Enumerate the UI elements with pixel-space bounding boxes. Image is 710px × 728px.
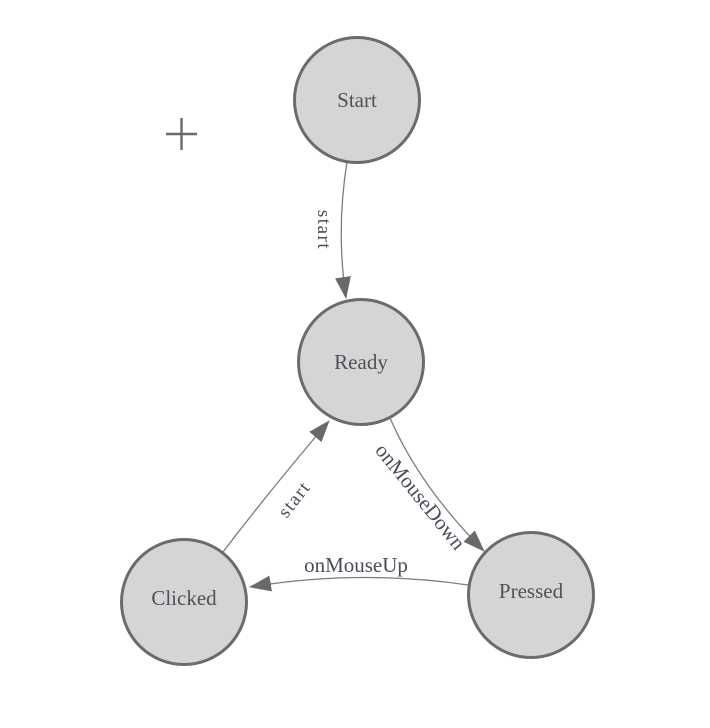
transition-line[interactable] [222,420,330,553]
transition-label: onMouseDown [370,439,470,555]
transition-pressed-to-clicked[interactable]: onMouseUp [249,553,469,592]
state-label: Pressed [499,579,564,603]
state-label: Clicked [151,586,217,610]
state-node-ready[interactable]: Ready [297,298,425,426]
state-circle[interactable] [297,298,425,426]
transition-clicked-to-ready[interactable]: start [222,420,330,553]
transition-ready-to-pressed[interactable]: onMouseDown [370,417,485,555]
transition-line[interactable] [389,417,485,552]
state-circle[interactable] [467,531,595,659]
state-label: Start [337,88,377,112]
transition-label: start [274,477,315,522]
state-label: Ready [334,350,388,374]
crosshair-cursor-icon [166,118,197,150]
state-circle[interactable] [120,538,248,666]
transition-line[interactable] [249,575,469,592]
state-node-pressed[interactable]: Pressed [467,531,595,659]
transition-line[interactable] [335,161,351,299]
transition-label: start [313,210,334,250]
state-node-clicked[interactable]: Clicked [120,538,248,666]
transition-start-to-ready[interactable]: start [313,161,351,299]
transition-label: onMouseUp [304,553,408,577]
state-node-start[interactable]: Start [293,36,421,164]
state-circle[interactable] [293,36,421,164]
